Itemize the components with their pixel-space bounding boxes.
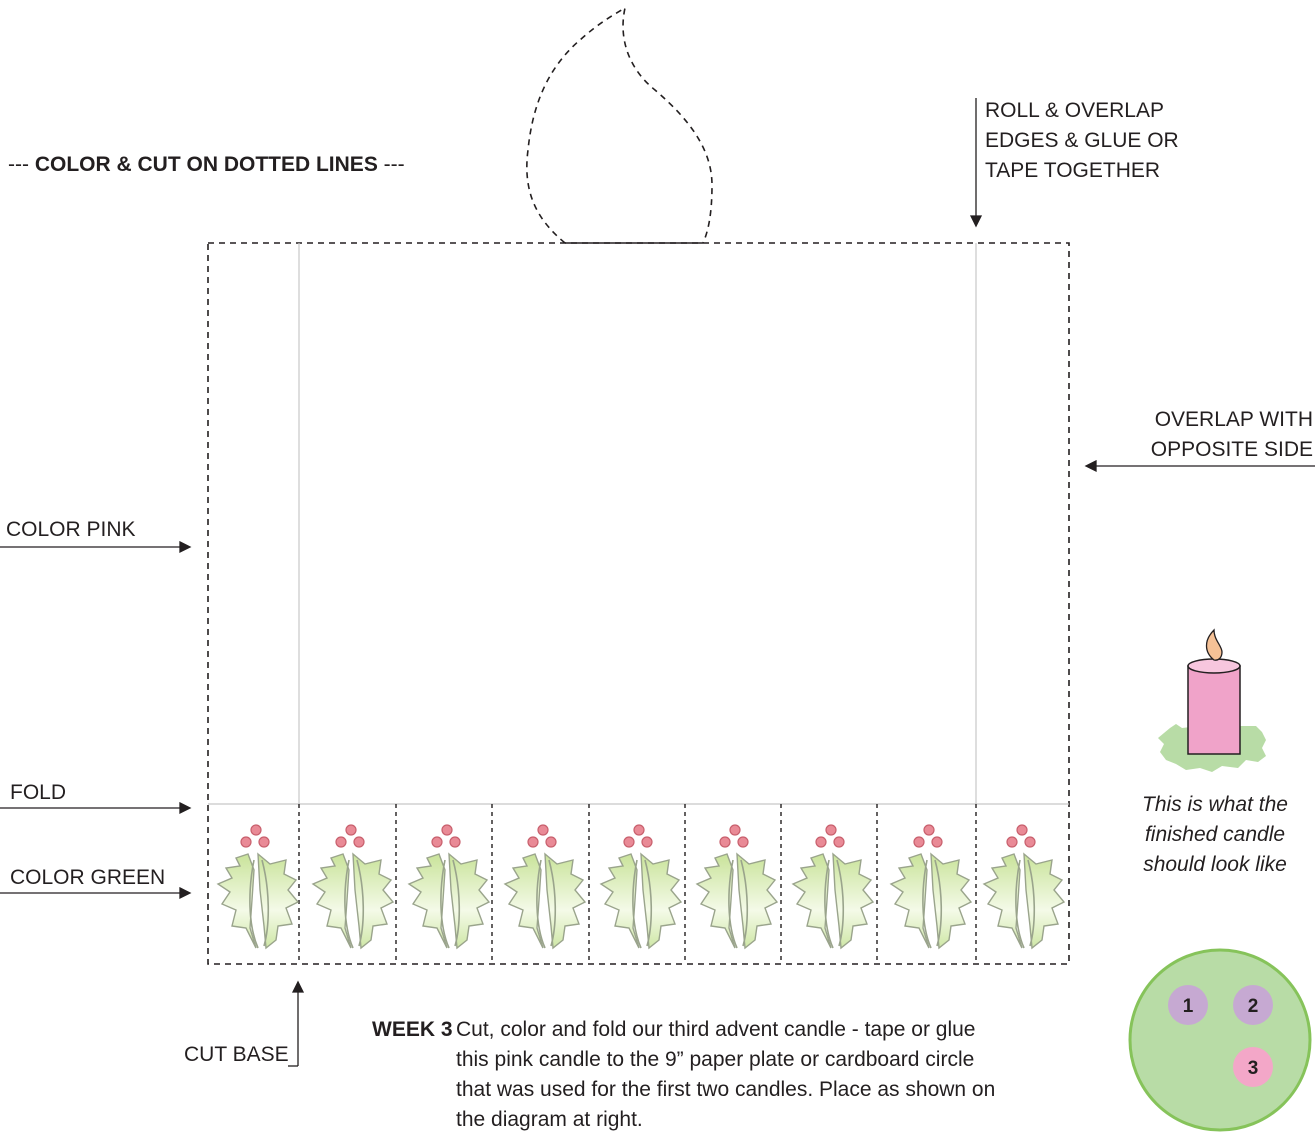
candle-number-2: 2 bbox=[1248, 996, 1259, 1017]
finished-candle-caption: This is what the finished candle should … bbox=[1120, 790, 1310, 880]
holly-decorations bbox=[218, 825, 1064, 948]
holly-2 bbox=[313, 825, 393, 948]
holly-4 bbox=[505, 825, 585, 948]
caption-line-1: This is what the bbox=[1120, 790, 1310, 820]
roll-overlap-line-1: ROLL & OVERLAP bbox=[985, 96, 1179, 126]
roll-overlap-line-2: EDGES & GLUE OR bbox=[985, 126, 1179, 156]
instruction-line-4: the diagram at right. bbox=[456, 1105, 1096, 1135]
holly-1 bbox=[218, 825, 298, 948]
holly-3 bbox=[409, 825, 489, 948]
flame-outline bbox=[527, 8, 712, 243]
instruction-line-3: that was used for the first two candles.… bbox=[456, 1075, 1096, 1105]
caption-line-2: finished candle bbox=[1120, 820, 1310, 850]
candle-number-3: 3 bbox=[1248, 1058, 1259, 1079]
plate-diagram: 1 2 3 bbox=[1130, 950, 1310, 1130]
holly-7 bbox=[793, 825, 873, 948]
week-label: WEEK 3 bbox=[372, 1015, 453, 1045]
finished-candle-illustration bbox=[1158, 630, 1266, 772]
holly-5 bbox=[601, 825, 681, 948]
overlap-side-line-2: OPPOSITE SIDE bbox=[1151, 435, 1313, 465]
caption-line-3: should look like bbox=[1120, 850, 1310, 880]
instruction-line-2: this pink candle to the 9” paper plate o… bbox=[456, 1045, 1096, 1075]
overlap-side-label: OVERLAP WITH OPPOSITE SIDE bbox=[1151, 405, 1313, 465]
color-green-label: COLOR GREEN bbox=[10, 863, 165, 893]
holly-8 bbox=[891, 825, 971, 948]
holly-9 bbox=[984, 825, 1064, 948]
cut-base-label: CUT BASE bbox=[184, 1040, 289, 1070]
color-pink-label: COLOR PINK bbox=[6, 515, 136, 545]
instruction-line-1: Cut, color and fold our third advent can… bbox=[456, 1015, 1096, 1045]
candle-number-1: 1 bbox=[1183, 996, 1194, 1017]
overlap-side-line-1: OVERLAP WITH bbox=[1151, 405, 1313, 435]
roll-overlap-line-3: TAPE TOGETHER bbox=[985, 156, 1179, 186]
fold-label: FOLD bbox=[10, 778, 66, 808]
week-instructions: Cut, color and fold our third advent can… bbox=[456, 1015, 1096, 1135]
roll-overlap-label: ROLL & OVERLAP EDGES & GLUE OR TAPE TOGE… bbox=[985, 96, 1179, 186]
holly-6 bbox=[697, 825, 777, 948]
